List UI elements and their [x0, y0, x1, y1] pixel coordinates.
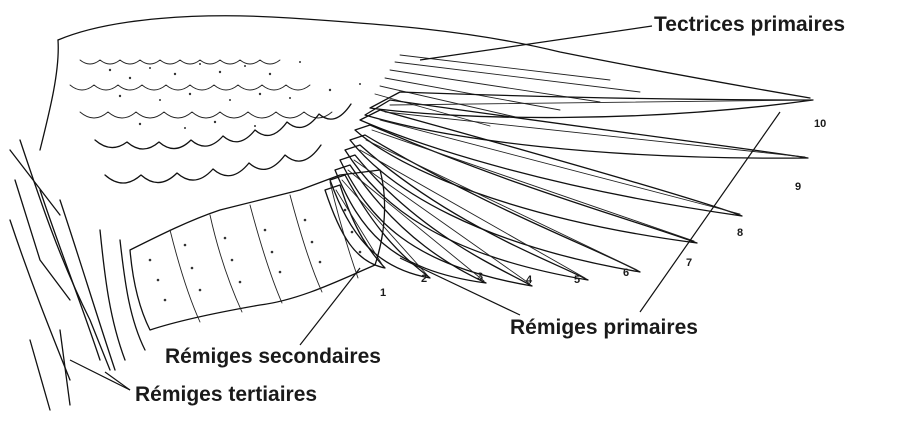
feather-number-7: 7 — [686, 257, 692, 269]
leader-tertials-1 — [70, 360, 130, 390]
tertial-feathers — [10, 140, 145, 410]
label-tertials: Rémiges tertiaires — [135, 383, 317, 406]
feather-number-2: 2 — [421, 273, 427, 285]
feather-number-3: 3 — [477, 271, 483, 283]
leader-primary-coverts — [420, 26, 652, 60]
feather-number-10: 10 — [814, 118, 826, 130]
feather-number-6: 6 — [623, 267, 629, 279]
feather-number-8: 8 — [737, 227, 743, 239]
leader-tertials-2 — [105, 372, 130, 390]
leader-secondaries — [300, 268, 360, 345]
primary-feathers — [325, 92, 813, 286]
feather-number-1: 1 — [380, 287, 386, 299]
feather-number-4: 4 — [526, 274, 533, 286]
label-primary-coverts: Tectrices primaires — [654, 13, 845, 36]
label-primaries: Rémiges primaires — [510, 316, 698, 339]
feather-number-9: 9 — [795, 181, 801, 193]
feather-number-5: 5 — [574, 274, 580, 286]
label-secondaries: Rémiges secondaires — [165, 345, 381, 368]
leader-primaries-1 — [400, 258, 520, 315]
